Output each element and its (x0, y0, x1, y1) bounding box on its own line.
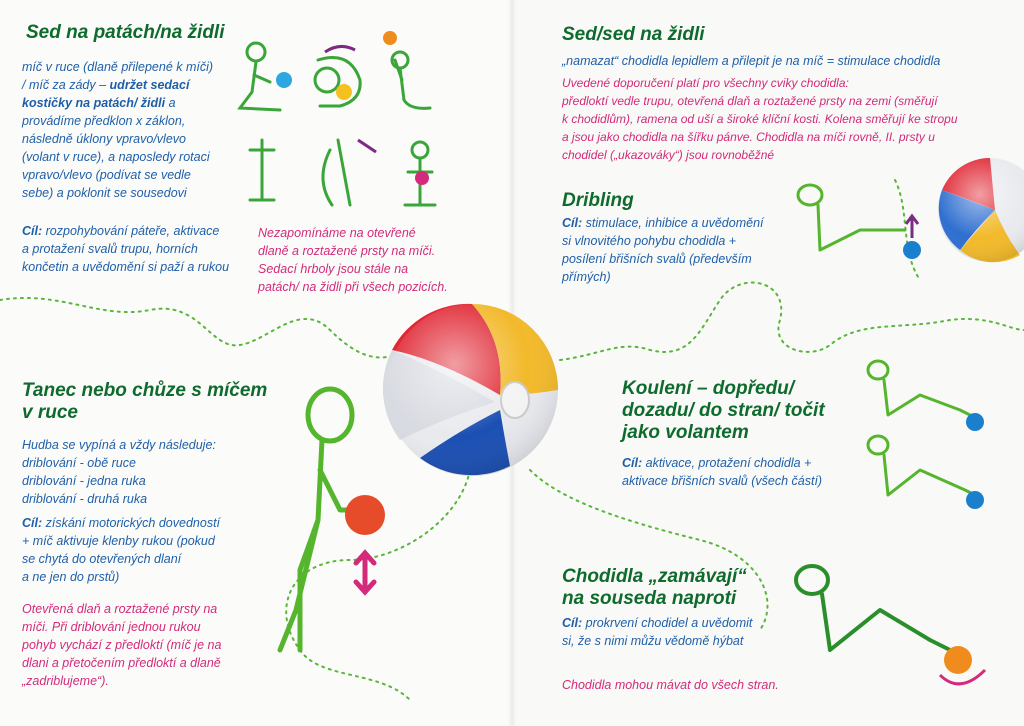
stick-figure-illustration (237, 41, 437, 207)
note-text: Uvedené doporučení platí pro všechny cvi… (562, 74, 1012, 164)
title-line: v ruce (22, 402, 78, 423)
text-line: následně úklony vpravo/vlevo (22, 132, 186, 146)
note-text: Otevřená dlaň a roztažené prsty na míči.… (22, 600, 272, 690)
goal-text: Cíl: rozpohybování páteře, aktivace a pr… (22, 222, 262, 276)
arrow-icon (357, 138, 377, 154)
instruction-text: míč v ruce (dlaně přilepené k míči) / mí… (22, 58, 232, 202)
arrow-icon (904, 213, 920, 238)
beach-ball-illustration (938, 158, 1024, 263)
ball-icon (336, 84, 352, 100)
text-line: stimulace, inhibice a uvědomění (585, 216, 764, 230)
title-line: Chodidla „zamávají“ (562, 566, 747, 587)
arrow-icon (324, 45, 356, 54)
emphasis-text: kostičky na patách/ židli (22, 96, 166, 110)
section-title: Chodidla „zamávají“ na souseda naproti (562, 566, 802, 610)
dotted-path (529, 469, 769, 631)
section-title: Dribling (562, 190, 634, 211)
text-line: dlaně a roztažené prsty na míči. (258, 244, 436, 258)
text-line: vpravo/vlevo (podívat se vedle (22, 168, 191, 182)
section-title: Sed/sed na židli (562, 24, 705, 45)
text-line: driblování - jedna ruka (22, 474, 146, 488)
text-line: / míč za zády – (22, 78, 107, 92)
section-title: Tanec nebo chůze s míčem v ruce (22, 380, 292, 424)
title-line: na souseda naproti (562, 588, 737, 609)
text-line: prokrvení chodidel a uvědomit (585, 616, 753, 630)
text-line: Hudba se vypíná a vždy následuje: (22, 438, 216, 452)
goal-label: Cíl: (562, 216, 583, 230)
ball-icon (415, 171, 429, 185)
arrow-icon (938, 668, 987, 686)
title-line: Tanec nebo chůze s míčem (22, 380, 268, 401)
text-line: končetin a uvědomění si paží a rukou (22, 260, 230, 274)
goal-text: Cíl: aktivace, protažení chodidla + akti… (622, 454, 862, 490)
note-text: Nezapomínáme na otevřené dlaně a roztaže… (258, 224, 488, 296)
section-title: Koulení – dopředu/ dozadu/ do stran/ toč… (622, 378, 862, 444)
section-title: Sed na patách/na židli (26, 22, 225, 43)
text-line: a jsou jako chodidla na šířku pánve. Cho… (562, 130, 935, 144)
goal-label: Cíl: (562, 616, 583, 630)
text-line: přímých) (562, 270, 611, 284)
text-line: „zadriblujeme“). (22, 674, 109, 688)
goal-label: Cíl: (622, 456, 643, 470)
text-line: driblování - obě ruce (22, 456, 136, 470)
text-line: míči. Při driblování jednou rukou (22, 620, 201, 634)
ball-icon (966, 491, 984, 509)
text-line: patách/ na židli při všech pozicích. (258, 280, 448, 294)
text-line: míč v ruce (dlaně přilepené k míči) (22, 60, 214, 74)
text-line: Sedací hrboly jsou stále na (258, 262, 409, 276)
text-line: a (168, 96, 176, 110)
text-line: aktivace břišních svalů (všech částí) (622, 474, 823, 488)
ball-icon (383, 31, 397, 45)
goal-text: Cíl: získání motorických dovedností + mí… (22, 514, 272, 586)
note-text: Chodidla mohou mávat do všech stran. (562, 678, 779, 692)
text-line: a protažení svalů trupu, horních (22, 242, 198, 256)
text-line: si, že s nimi můžu vědomě hýbat (562, 634, 744, 648)
text-line: Otevřená dlaň a roztažené prsty na (22, 602, 218, 616)
instruction-text: Hudba se vypíná a vždy následuje: driblo… (22, 436, 262, 508)
text-line: předloktí vedle trupu, otevřená dlaň a r… (562, 94, 938, 108)
text-line: získání motorických dovedností (45, 516, 221, 530)
ball-icon (345, 495, 385, 535)
ball-icon (944, 646, 972, 674)
ball-icon (966, 413, 984, 431)
beach-ball-illustration (382, 303, 558, 476)
text-line: Nezapomínáme na otevřené (258, 226, 416, 240)
stick-figure-illustration (794, 564, 952, 652)
text-line: chodidel („ukazováky“) jsou rovnoběžné (562, 148, 775, 162)
emphasis-text: udržet sedací (109, 78, 190, 92)
goal-label: Cíl: (22, 224, 43, 238)
text-line: sebe) a poklonit se sousedovi (22, 186, 187, 200)
stick-figure-illustration (796, 183, 977, 497)
text-line: Uvedené doporučení platí pro všechny cvi… (562, 76, 849, 90)
text-line: posílení břišních svalů (především (562, 252, 752, 266)
instruction-text: „namazat“ chodidla lepidlem a přilepit j… (562, 54, 941, 68)
arrow-icon (353, 549, 377, 596)
text-line: rozpohybování páteře, aktivace (45, 224, 220, 238)
goal-label: Cíl: (22, 516, 43, 530)
text-line: k chodidlům), ramena od uší a široké klí… (562, 112, 958, 126)
text-line: aktivace, protažení chodidla + (645, 456, 812, 470)
text-line: driblování - druhá ruka (22, 492, 148, 506)
goal-text: Cíl: stimulace, inhibice a uvědomění si … (562, 214, 792, 286)
text-line: provádíme předklon x záklon, (22, 114, 186, 128)
text-line: se chytá do otevřených dlaní (22, 552, 182, 566)
text-line: si vlnovitého pohybu chodidla + (562, 234, 737, 248)
text-line: pohyb vychází z předloktí (míč je na (22, 638, 222, 652)
title-line: Koulení – dopředu/ (622, 378, 795, 399)
ball-icon (276, 72, 292, 88)
text-line: + míč aktivuje klenby rukou (pokud (22, 534, 215, 548)
text-line: (volant v ruce), a naposledy rotaci (22, 150, 210, 164)
title-line: dozadu/ do stran/ točit (622, 400, 825, 421)
ball-icon (903, 241, 921, 259)
text-line: dlani a přetočením předloktí a dlaně (22, 656, 221, 670)
title-line: jako volantem (622, 422, 749, 443)
text-line: a ne jen do prstů) (22, 570, 120, 584)
goal-text: Cíl: prokrvení chodidel a uvědomit si, ž… (562, 614, 792, 650)
dotted-path (0, 281, 1024, 361)
